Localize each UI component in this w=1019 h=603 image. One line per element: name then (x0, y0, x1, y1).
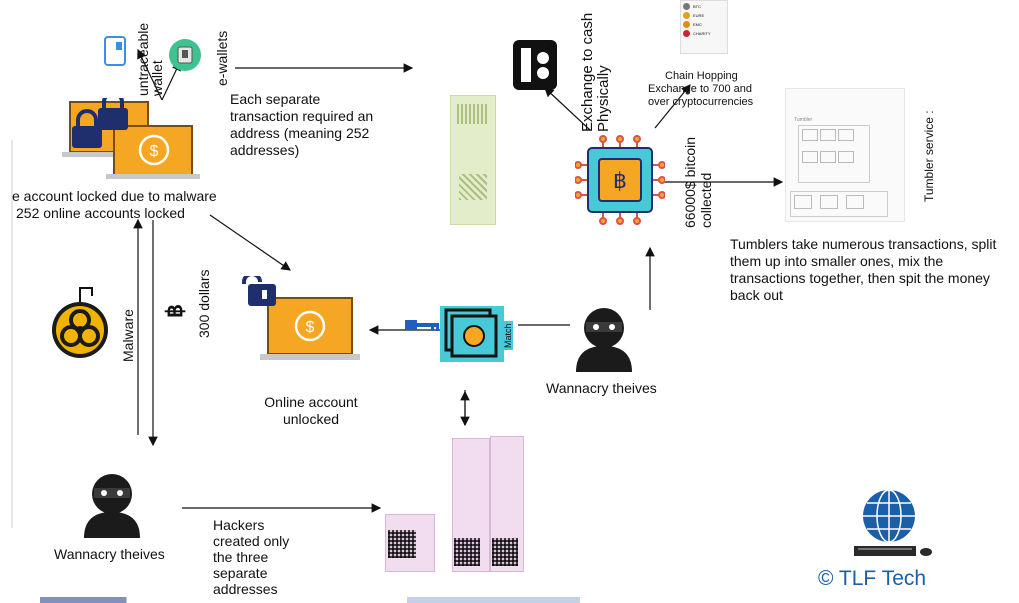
tumbler-title: Tumbler (794, 117, 813, 123)
coin-label: EURE (693, 13, 705, 18)
bitcoin-chip-icon: ฿ (574, 135, 666, 225)
tumbler-service-label: Tumbler service : (922, 110, 936, 202)
thief-left-icon (80, 466, 144, 538)
account-locked-text: e account locked due to malware (12, 188, 217, 204)
copyright-label: © TLF Tech (818, 567, 927, 590)
untraceable-wallet-label: untraceable wallet (135, 22, 165, 96)
biohazard-icon (50, 284, 110, 360)
coin-icon (683, 12, 690, 19)
chain-hopping-text: Chain Hopping (665, 70, 738, 82)
svg-text:$: $ (150, 143, 159, 160)
match-image-icon (440, 306, 504, 362)
unlocked-laptop-icon: $ (240, 272, 360, 364)
svg-text:$: $ (306, 319, 315, 336)
exchange-cash-icon (513, 40, 557, 90)
exchange-cash-label: Exchange to cash Physically (579, 12, 612, 132)
e-wallets-label: e-wallets (214, 30, 230, 86)
wannacry-right-label: Wannacry theives (546, 380, 657, 396)
wannacry-left-label: Wannacry theives (54, 546, 165, 562)
bitcoin-symbol: ฿ (613, 168, 627, 193)
coin-label: BTC (693, 4, 701, 9)
hackers-text: Hackers created only the three separate … (213, 517, 290, 597)
tumbler-diagram: Tumbler (785, 88, 905, 222)
bottom-strip (40, 597, 580, 603)
locked-laptops-icon: $ (62, 91, 202, 180)
tumbler-description: Tumblers take numerous transactions, spl… (730, 236, 997, 303)
each-separate-text: Each separate transaction required an ad… (230, 91, 374, 158)
bitcoin-symbol-icon: ฿ (162, 304, 187, 318)
key-icon (405, 318, 441, 332)
coin-icon (683, 21, 690, 28)
coin-icon (683, 30, 690, 37)
untraceable-wallet-icon (104, 36, 126, 66)
online-unlocked-text: Online account unlocked (264, 394, 358, 427)
300-dollars-label: 300 dollars (196, 269, 212, 339)
qr-code-icon (388, 530, 416, 558)
thief-right-icon (572, 300, 636, 372)
coin-label: CHARITY (693, 31, 711, 36)
coin-label: EMC (693, 22, 702, 27)
cryptocurrency-list: BTC EURE EMC CHARITY (680, 0, 728, 54)
online-locked-text: 252 online accounts locked (16, 205, 185, 221)
bitcoin-collected-label: 66000$ bitcoin collected (682, 136, 714, 228)
exchange-700-text: Exchange to 700 and over cryptocurrencie… (648, 83, 754, 108)
e-wallet-icon (168, 38, 202, 72)
match-label: Match (503, 321, 513, 350)
qr-code-icon (492, 538, 518, 566)
qr-code-icon (454, 538, 480, 566)
malware-label: Malware (120, 309, 136, 362)
wallet-paper-image (450, 95, 496, 225)
coin-icon (683, 3, 690, 10)
tlf-globe-logo (846, 488, 936, 564)
